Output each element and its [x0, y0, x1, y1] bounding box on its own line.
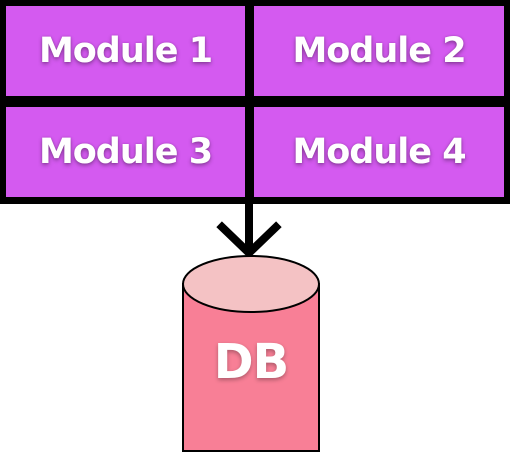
arrow-head: [216, 221, 282, 259]
module-4-label: Module 4: [292, 131, 466, 172]
module-3-label: Module 3: [38, 131, 213, 172]
module-3-box: Module 3: [6, 107, 245, 197]
module-1-label: Module 1: [38, 30, 213, 71]
modules-grid: Module 1 Module 2 Module 3 Module 4: [0, 0, 510, 204]
module-1-box: Module 1: [6, 6, 245, 96]
db-label: DB: [213, 334, 289, 390]
module-4-box: Module 4: [254, 107, 504, 197]
db-top: [182, 255, 320, 313]
module-2-box: Module 2: [254, 6, 504, 96]
module-2-label: Module 2: [292, 30, 466, 71]
